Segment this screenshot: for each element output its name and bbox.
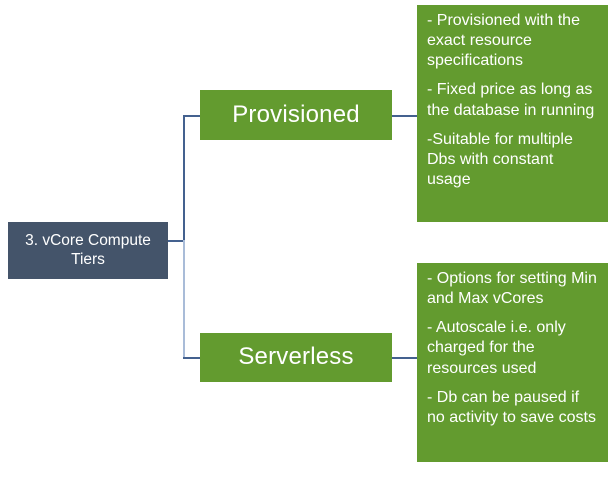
- node-root-vcore-compute-tiers[interactable]: 3. vCore Compute Tiers: [8, 222, 168, 279]
- node-branch-provisioned-label: Provisioned: [232, 100, 360, 128]
- connector-bracket-lower: [183, 240, 185, 359]
- connector-bracket-upper: [183, 115, 185, 241]
- detail-item: - Options for setting Min and Max vCores: [427, 270, 597, 308]
- connector-root-stub: [168, 240, 185, 242]
- detail-item: - Db can be paused if no activity to sav…: [427, 388, 596, 426]
- connector-serverless-detail: [392, 357, 418, 359]
- node-branch-provisioned[interactable]: Provisioned: [200, 90, 392, 140]
- connector-provisioned-detail: [392, 115, 418, 117]
- node-root-label: 3. vCore Compute Tiers: [25, 232, 151, 268]
- detail-box-provisioned: - Provisioned with the exact resource sp…: [417, 5, 608, 222]
- detail-item: -Suitable for multiple Dbs with constant…: [427, 130, 573, 189]
- detail-box-serverless: - Options for setting Min and Max vCores…: [417, 263, 608, 462]
- connector-arm-provisioned: [183, 115, 201, 117]
- detail-item: - Autoscale i.e. only charged for the re…: [427, 319, 566, 377]
- detail-item: - Provisioned with the exact resource sp…: [427, 12, 580, 70]
- node-branch-serverless[interactable]: Serverless: [200, 333, 392, 382]
- connector-arm-serverless: [183, 357, 201, 359]
- detail-item: - Fixed price as long as the database in…: [427, 81, 595, 119]
- node-branch-serverless-label: Serverless: [238, 343, 354, 371]
